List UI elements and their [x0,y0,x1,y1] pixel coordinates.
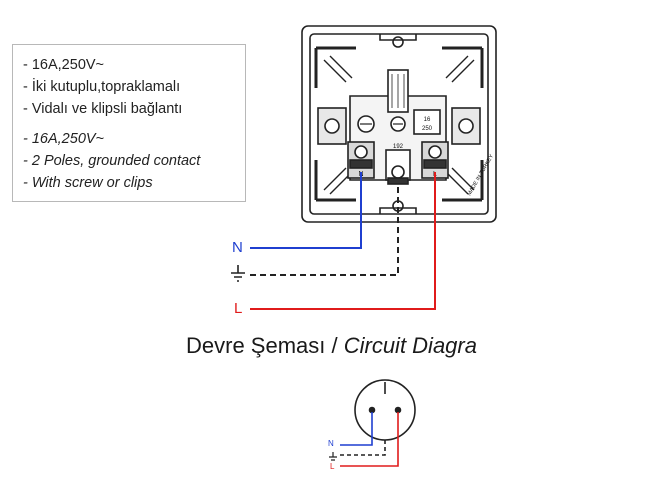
neutral-clamp [349,159,373,169]
spec-line: - 16A,250V~ [23,57,105,73]
top-notch [379,34,417,41]
spec-line: - İki kutuplu,topraklamalı [23,79,181,95]
schematic-neutral-label: N [328,439,334,448]
schematic-symbol [329,379,416,467]
corner-bracket-tr [442,46,484,88]
corner-bracket-br [442,160,484,202]
spec-line: - Vidalı ve klipsli bağlantı [23,101,183,117]
corner-bracket-tl [314,46,356,88]
schematic-right-pin [394,406,402,414]
schematic-line-label: L [330,462,335,471]
socket-drawing [301,25,497,223]
spec-box: - 16A,250V~ - İki kutuplu,topraklamalı -… [12,44,246,202]
line-clamp [423,159,447,169]
socket-center-code: 192 [393,144,404,150]
schematic-earth-wire [340,440,386,456]
top-mount-hole [392,36,404,48]
spec-line: - 16A,250V~ [23,131,105,147]
line-wire [250,172,436,310]
earth-symbol [231,265,245,282]
fin-tl [323,55,353,83]
spec-line: - With screw or clips [23,175,153,191]
socket-rating-bottom: 250 [422,126,433,132]
left-side-clip [317,107,347,145]
fin-br [445,167,475,195]
schematic-earth-symbol [329,452,337,461]
socket-inner-frame [309,33,489,215]
rating-plate [413,109,441,135]
earth-clip-lines [391,74,405,108]
schematic-neutral-wire [340,412,373,446]
supply-wires [250,172,436,310]
spec-line: - 2 Poles, grounded contact [23,153,201,169]
schematic-left-pin [368,406,376,414]
neutral-label: N [232,239,243,256]
corner-bracket-bl [314,160,356,202]
title-turkish: Devre Şeması / [186,333,344,358]
earth-terminal-screw [391,165,405,179]
left-clip-screw [324,118,340,134]
title-english: Circuit Diagra [343,333,477,358]
neutral-terminal-screw [354,145,368,159]
socket-rating-top: 16 [424,117,431,123]
earth-clamp [387,177,409,185]
line-terminal-screw [428,145,442,159]
diagram-title: Devre Şeması / Circuit Diagra [186,333,477,359]
right-clip-screw [458,118,474,134]
schematic-line-wire [340,412,399,467]
fin-tr [445,55,475,83]
line-label: L [234,300,242,317]
neutral-wire [250,172,362,249]
